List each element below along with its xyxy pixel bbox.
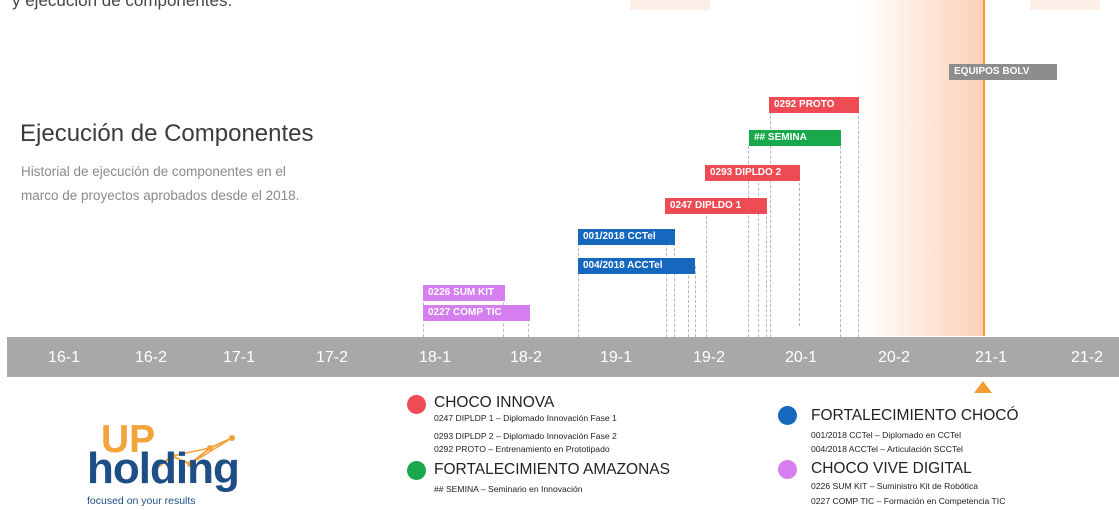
- logo-tagline: focused on your results: [87, 495, 196, 507]
- connector-line: [840, 146, 841, 337]
- legend-dot-blue: [778, 406, 797, 425]
- decorative-shape: [1030, 0, 1100, 10]
- connector-line: [858, 106, 859, 337]
- connector-line: [770, 106, 771, 337]
- legend-item: 0292 PROTO – Entrenamiento en Prototipad…: [434, 444, 610, 454]
- connector-line: [578, 238, 579, 337]
- timeline-tick: 20-2: [877, 349, 911, 366]
- legend-title-choco-vive: CHOCO VIVE DIGITAL: [811, 460, 972, 477]
- bar-semina[interactable]: ## SEMINA: [749, 130, 841, 146]
- top-caption: y ejecución de componentes.: [12, 0, 233, 10]
- timeline-tick: 16-1: [47, 349, 81, 366]
- connector-line: [528, 313, 529, 337]
- timeline-tick: 18-2: [509, 349, 543, 366]
- timeline-tick: 16-2: [134, 349, 168, 366]
- legend-item: ## SEMINA – Seminario en Innovación: [434, 484, 583, 494]
- current-period-marker-icon: [974, 381, 992, 393]
- legend-title-choco-innova: CHOCO INNOVA: [434, 394, 555, 411]
- timeline-tick: 21-1: [974, 349, 1008, 366]
- connector-line: [758, 178, 759, 337]
- connector-line: [666, 238, 667, 337]
- bar-equipos-bolv[interactable]: EQUIPOS BOLV: [949, 64, 1057, 80]
- connector-line: [766, 206, 767, 337]
- legend-title-fort-amazonas: FORTALECIMIENTO AMAZONAS: [434, 461, 670, 478]
- connector-line: [688, 266, 689, 337]
- timeline-tick: 17-2: [315, 349, 349, 366]
- timeline-axis: [7, 337, 1119, 377]
- timeline-tick: 21-2: [1070, 349, 1104, 366]
- timeline-tick: 19-2: [692, 349, 726, 366]
- legend-item: 004/2018 ACCTel – Articulación SCCTel: [811, 444, 963, 454]
- growth-chart-logo-icon: [151, 435, 235, 473]
- bar-dipldo-2[interactable]: 0293 DIPLDO 2: [705, 165, 800, 181]
- legend-item: 0247 DIPLDP 1 – Diplomado Innovación Fas…: [434, 413, 617, 423]
- timeline-tick: 17-1: [222, 349, 256, 366]
- legend-item: 0293 DIPLDP 2 – Diplomado Innovación Fas…: [434, 431, 617, 441]
- bar-cctel-001[interactable]: 001/2018 CCTel: [578, 229, 675, 245]
- page-title: Ejecución de Componentes: [20, 120, 314, 147]
- legend-item: 001/2018 CCTel – Diplomado en CCTel: [811, 430, 961, 440]
- connector-line: [674, 238, 675, 337]
- timeline-tick: 20-1: [784, 349, 818, 366]
- bar-accetel-004[interactable]: 004/2018 ACCTel: [578, 258, 695, 274]
- legend-item: 0226 SUM KIT – Suministro Kit de Robótic…: [811, 481, 979, 491]
- current-period-highlight: [860, 0, 984, 336]
- logo-up-text: UP: [101, 418, 156, 461]
- timeline-tick: 19-1: [599, 349, 633, 366]
- connector-line: [706, 206, 707, 337]
- legend-dot-green: [407, 461, 426, 480]
- current-period-line: [983, 0, 985, 336]
- bar-comp-tic[interactable]: 0227 COMP TIC: [423, 305, 530, 321]
- connector-line: [695, 266, 696, 337]
- bar-proto[interactable]: 0292 PROTO: [769, 97, 859, 113]
- connector-line: [799, 178, 800, 326]
- timeline-tick: 18-1: [418, 349, 452, 366]
- decorative-shape: [630, 0, 710, 10]
- connector-line: [748, 146, 749, 337]
- bar-sum-kit[interactable]: 0226 SUM KIT: [423, 285, 505, 301]
- legend-dot-red: [407, 395, 426, 414]
- legend-title-fort-choco: FORTALECIMIENTO CHOCÓ: [811, 407, 1019, 424]
- page-subtitle: Historial de ejecución de componentes en…: [21, 164, 300, 203]
- logo-holding-text: holding: [87, 444, 240, 493]
- legend-dot-purple: [778, 460, 797, 479]
- bar-dipldo-1[interactable]: 0247 DIPLDO 1: [665, 198, 767, 214]
- legend-item: 0227 COMP TIC – Formación en Competencia…: [811, 496, 1006, 506]
